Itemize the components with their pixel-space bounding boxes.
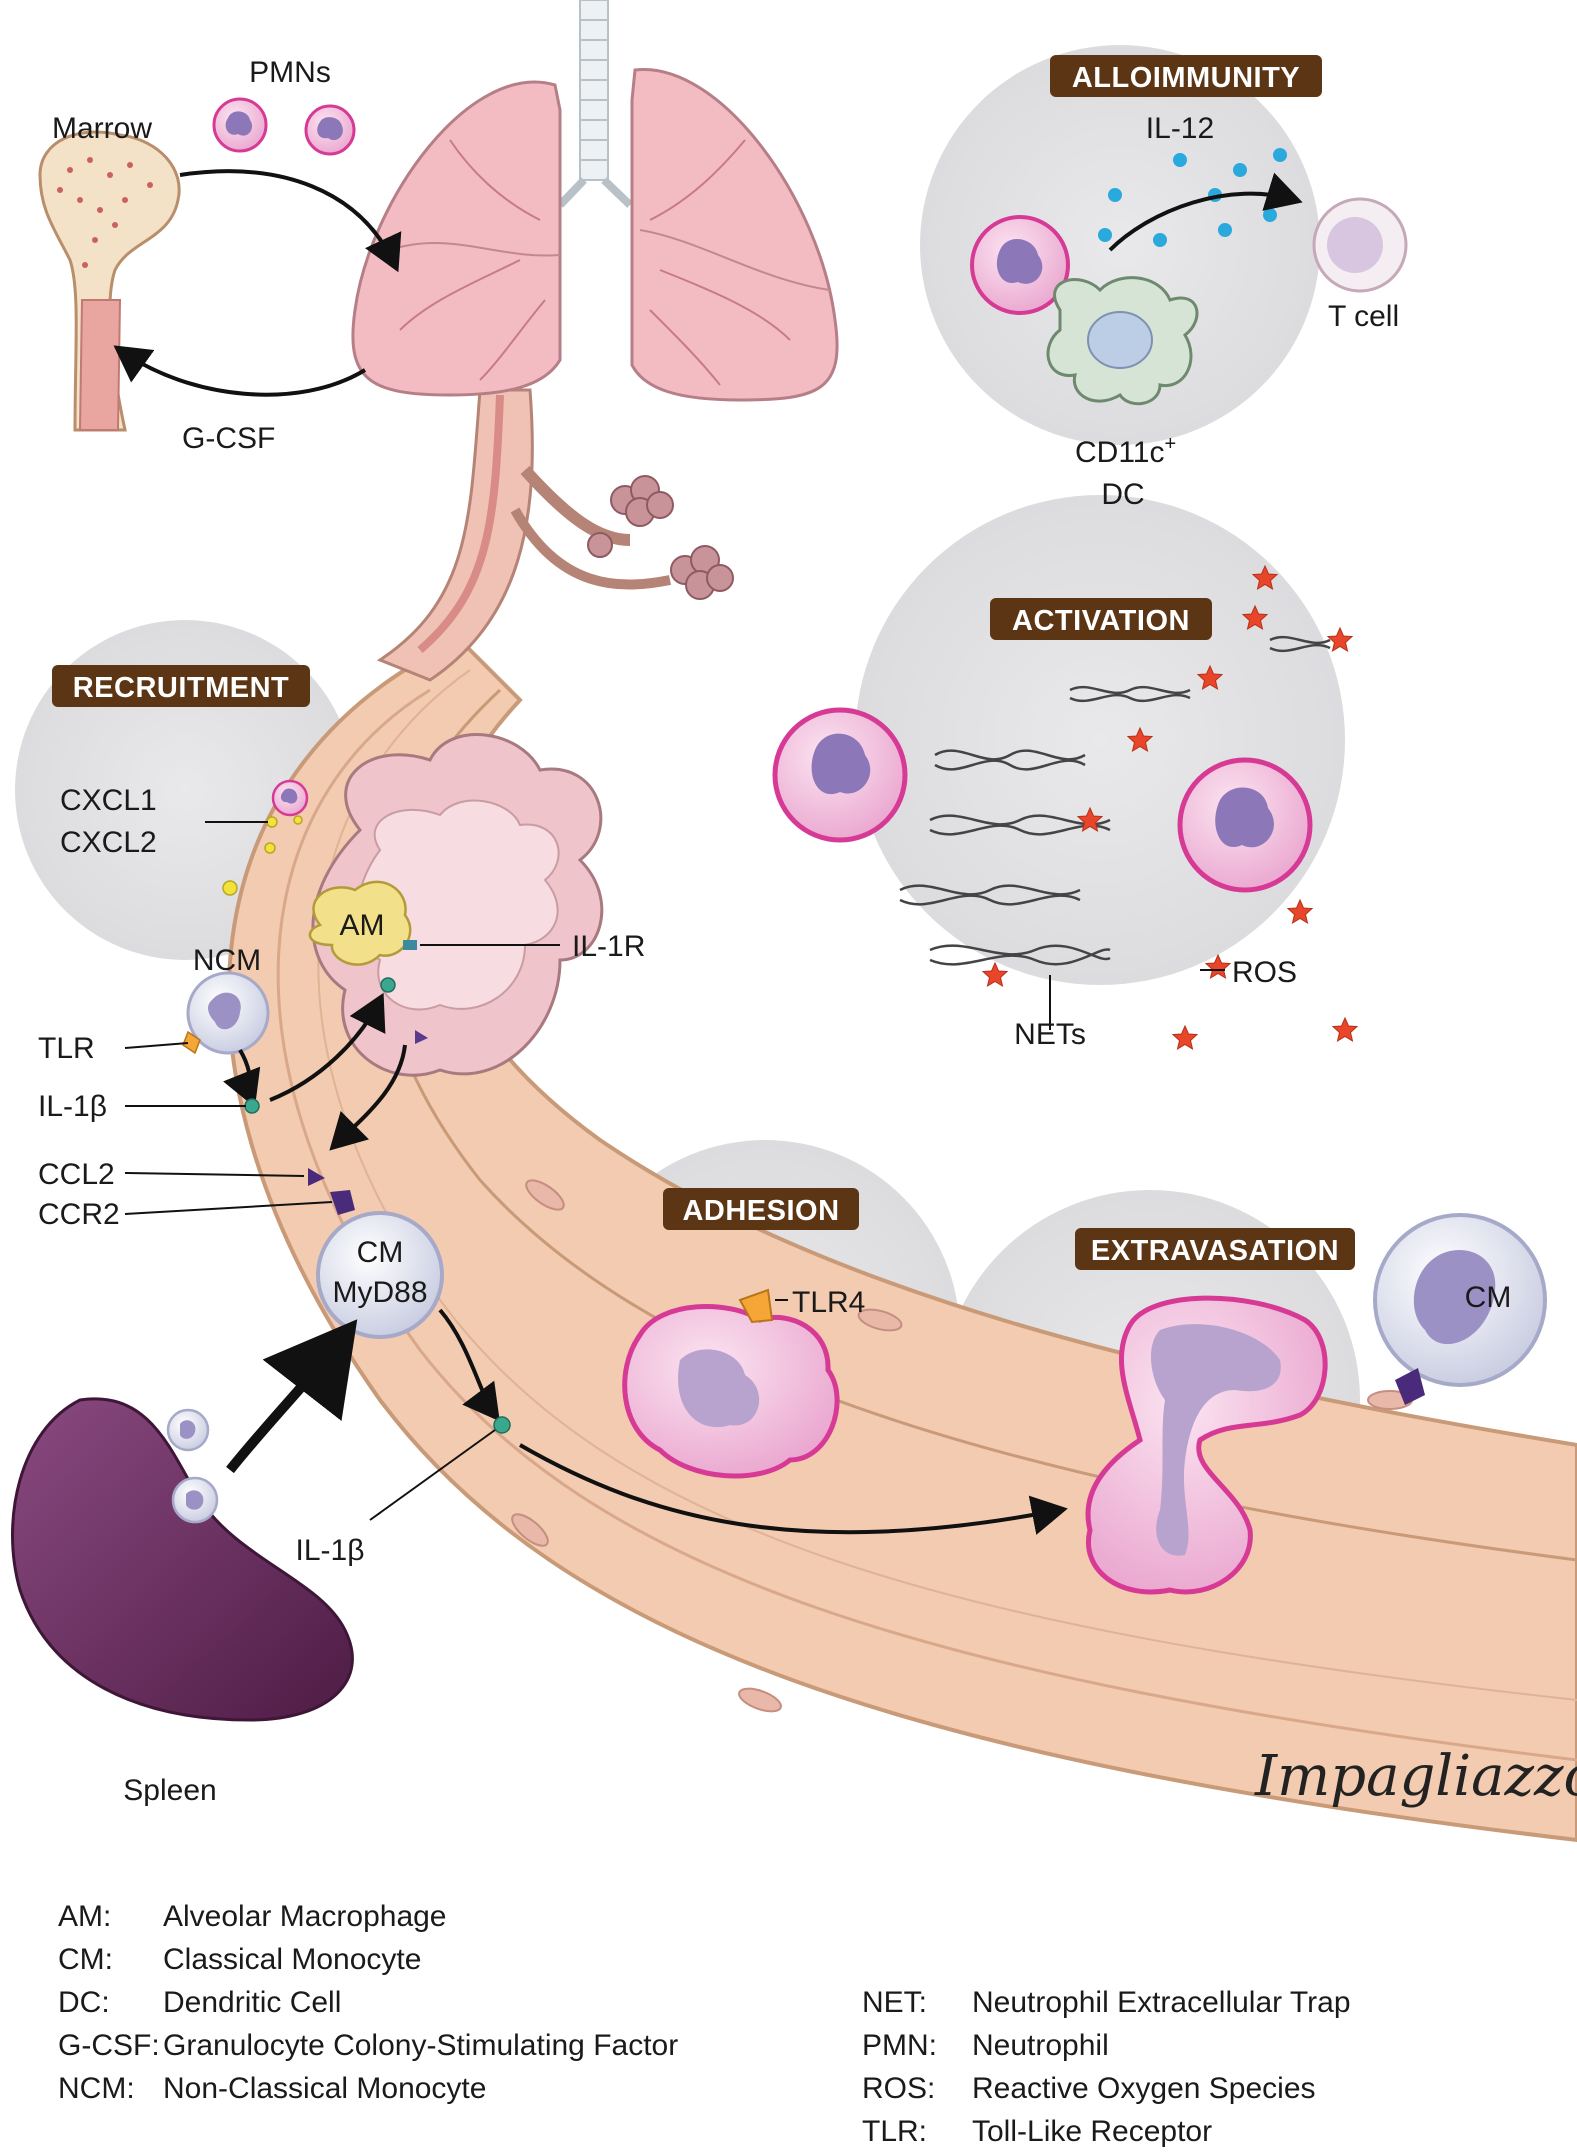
lung-to-marrow-arrow xyxy=(113,345,367,397)
legend-right: NET:Neutrophil Extracellular Trap PMN:Ne… xyxy=(862,1981,1351,2153)
svg-text:ADHESION: ADHESION xyxy=(682,1195,839,1227)
banner-extravasation: EXTRAVASATION xyxy=(1075,1228,1355,1270)
il1r-receptor xyxy=(403,940,417,950)
legend-row: DC:Dendritic Cell xyxy=(58,1986,342,2019)
classical-monocyte-right xyxy=(1373,1213,1547,1405)
alloimmunity-circle xyxy=(920,45,1320,445)
pmn-cell xyxy=(304,104,356,156)
label-cm-right: CM xyxy=(1465,1281,1512,1314)
artist-signature: Impagliazzo xyxy=(1254,1744,1577,1809)
svg-text:EXTRAVASATION: EXTRAVASATION xyxy=(1091,1235,1339,1267)
bone-marrow xyxy=(38,130,181,432)
neutrophil-adhesion xyxy=(622,1288,840,1479)
label-spleen: Spleen xyxy=(123,1774,216,1807)
label-il1r: IL-1R xyxy=(572,930,645,963)
ccl2-marker xyxy=(308,1168,325,1186)
ccl2-in-alveolus xyxy=(415,1030,428,1044)
t-cell xyxy=(1312,197,1408,293)
label-tlr4: TLR4 xyxy=(792,1286,865,1319)
spleen-to-cm-arrow xyxy=(226,1319,358,1474)
label-cm-main: CM xyxy=(357,1236,404,1269)
il1b-to-extravasation-arrow xyxy=(519,1443,1068,1535)
neutrophil-activation-right xyxy=(1177,757,1313,893)
svg-text:ALLOIMMUNITY: ALLOIMMUNITY xyxy=(1072,62,1300,94)
il1b-dot-alveolus xyxy=(380,977,396,993)
il1b-dot-lower xyxy=(493,1416,511,1434)
activation-circle xyxy=(855,495,1345,985)
alveolar-cluster-top xyxy=(587,475,674,558)
il1b-dot-upper xyxy=(244,1098,260,1114)
cxcl-chemokines xyxy=(222,815,303,896)
neutrophil-alloimmunity xyxy=(970,215,1070,315)
label-dc: DC xyxy=(1101,478,1144,511)
label-il12: IL-12 xyxy=(1146,112,1214,145)
label-tlr: TLR xyxy=(38,1032,95,1065)
label-il1b-lower: IL-1β xyxy=(296,1534,365,1567)
label-nets: NETs xyxy=(1014,1018,1086,1051)
label-ncm: NCM xyxy=(193,944,261,977)
label-ccl2: CCL2 xyxy=(38,1158,115,1191)
tlr-receptor xyxy=(182,1030,201,1055)
svg-text:RECRUITMENT: RECRUITMENT xyxy=(73,672,290,704)
label-ros: ROS xyxy=(1232,956,1297,989)
label-gcsf: G-CSF xyxy=(182,422,275,455)
banner-alloimmunity: ALLOIMMUNITY xyxy=(1050,55,1322,97)
net-strands xyxy=(899,635,1331,966)
lungs xyxy=(351,0,839,402)
label-ccr2: CCR2 xyxy=(38,1198,120,1231)
label-marrow: Marrow xyxy=(52,112,152,145)
label-am: AM xyxy=(340,909,385,942)
alveolar-cluster-bottom xyxy=(670,545,734,600)
dendritic-cell xyxy=(1046,276,1199,406)
legend-row: G-CSF:Granulocyte Colony-Stimulating Fac… xyxy=(58,2029,679,2062)
banner-recruitment: RECRUITMENT xyxy=(52,665,310,707)
spleen-monocyte xyxy=(171,1476,219,1524)
label-cxcl1: CXCL1 xyxy=(60,784,157,817)
tlr4-receptor xyxy=(738,1288,774,1324)
alveolar-macrophage xyxy=(308,880,417,966)
pathogenesis-diagram: ALLOIMMUNITY ACTIVATION RECRUITMENT ADHE… xyxy=(11,0,1577,1843)
label-il1b-upper: IL-1β xyxy=(38,1090,107,1123)
label-myd88: MyD88 xyxy=(332,1276,427,1309)
legend-row: CM:Classical Monocyte xyxy=(58,1943,422,1976)
legend-left: AM:Alveolar Macrophage CM:Classical Mono… xyxy=(58,1895,678,2110)
leader-lines xyxy=(124,821,1225,1521)
ccr2-receptor-right xyxy=(1395,1368,1425,1405)
label-cd11c: CD11c+ xyxy=(1075,433,1176,469)
label-pmns: PMNs xyxy=(249,56,331,89)
banner-activation: ACTIVATION xyxy=(990,598,1212,640)
classical-monocyte-main xyxy=(316,1211,444,1339)
legend-row: NET:Neutrophil Extracellular Trap xyxy=(862,1986,1351,2019)
svg-text:ACTIVATION: ACTIVATION xyxy=(1012,605,1190,637)
label-cxcl2: CXCL2 xyxy=(60,826,157,859)
legend-row: ROS:Reactive Oxygen Species xyxy=(862,2072,1316,2105)
legend-row: TLR:Toll-Like Receptor xyxy=(862,2115,1213,2148)
legend-row: PMN:Neutrophil xyxy=(862,2029,1109,2062)
banner-adhesion: ADHESION xyxy=(663,1188,859,1230)
non-classical-monocyte xyxy=(182,971,270,1055)
pmn-recruitment xyxy=(271,779,309,817)
bronchus xyxy=(376,388,671,682)
pmn-cell xyxy=(212,97,268,153)
ccr2-receptor xyxy=(330,1190,355,1215)
il12-arrow xyxy=(1108,172,1303,252)
neutrophil-activation-left xyxy=(772,707,908,843)
legend-row: AM:Alveolar Macrophage xyxy=(58,1900,447,1933)
spleen-monocyte xyxy=(166,1408,210,1452)
legend-row: NCM:Non-Classical Monocyte xyxy=(58,2072,487,2105)
neutrophil-extravasation xyxy=(1085,1295,1328,1595)
label-tcell: T cell xyxy=(1328,300,1399,333)
marrow-to-lung-arrow xyxy=(179,169,402,273)
